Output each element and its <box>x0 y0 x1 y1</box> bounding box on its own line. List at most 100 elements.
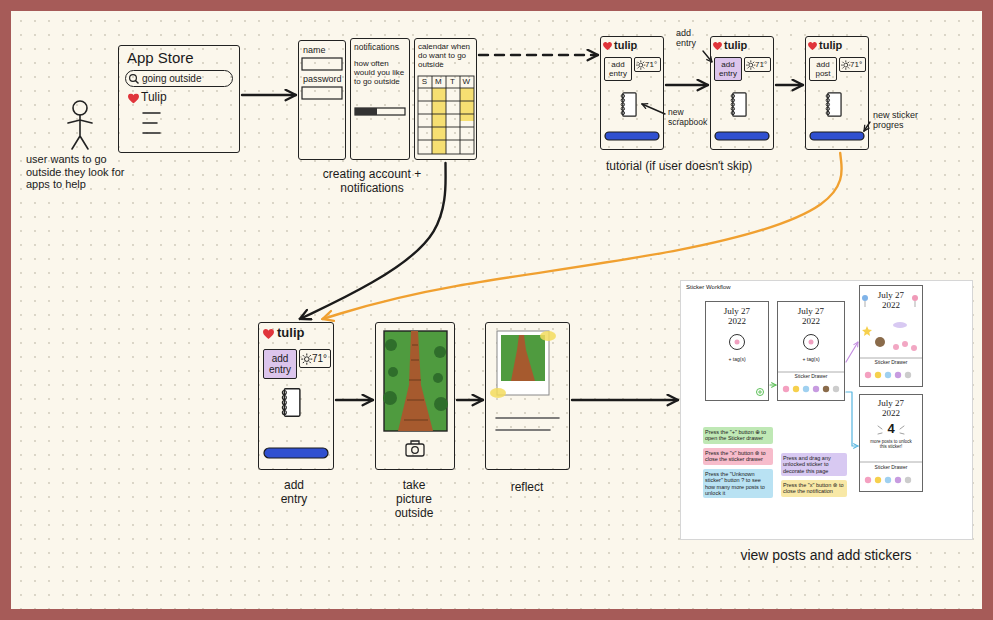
instruction-text: Press the "x" button ⊗ to close the noti… <box>783 482 845 495</box>
tutorial-screen: tulip add entry 71° <box>710 36 774 150</box>
instruction-note: Press the "Unknown sticker" button ? to … <box>703 469 773 498</box>
placed-sticker <box>912 295 918 301</box>
sticker-thumbnail <box>813 386 819 392</box>
scrapbook-page: July 27 2022 4 more posts to unlock this s… <box>859 394 923 492</box>
callout-label: new sticker progres <box>873 110 935 131</box>
flow-arrow <box>666 84 708 86</box>
screen-title: App Store <box>127 49 235 66</box>
input-field <box>302 87 342 99</box>
flow-arrow <box>336 399 373 401</box>
scrapbook-icon <box>809 340 814 345</box>
drawer-divider <box>778 358 922 462</box>
home-screen-details <box>301 354 312 365</box>
instruction-note: Press the "x" button ⊗ to close the stic… <box>703 448 773 465</box>
trail-photo <box>385 339 397 351</box>
instruction-text: Press the "Unknown sticker" button ? to … <box>705 471 771 496</box>
sticker-panel-ground <box>680 280 973 540</box>
home-screen-details <box>282 389 300 416</box>
tutorial-screen-details <box>636 60 645 69</box>
sticker-thumbnail <box>793 386 799 392</box>
placed-sticker <box>911 345 917 351</box>
flow-arrow <box>776 84 803 86</box>
scrapbook-page: July 27 2022 + tag(s) Sticker Drawer <box>777 301 845 401</box>
temperature: 71° <box>850 60 862 69</box>
sticker-thumbnail <box>905 372 911 378</box>
step-caption: view posts and add stickers <box>701 547 951 563</box>
app-name: tulip <box>277 326 329 341</box>
tutorial-screen-details <box>715 132 769 140</box>
instruction-note: Press the "x" button ⊗ to close the noti… <box>781 480 847 497</box>
button-label: add entry <box>266 353 294 376</box>
paper <box>11 11 982 609</box>
home-screen: tulipadd entryadd entry71° <box>258 322 334 470</box>
sticker-thumbnail <box>865 372 871 378</box>
drawer-divider <box>778 358 922 462</box>
phase-caption: tutorial (if user doesn't skip) <box>606 160 806 174</box>
sticker-thumbnail <box>895 477 901 483</box>
tutorial-screen: tulip add post 71° <box>805 36 869 150</box>
app-name: tulip <box>819 39 865 52</box>
scrapbook-icon <box>735 340 740 345</box>
step-caption: take picture outside <box>386 479 442 520</box>
add-entry-button: add entry <box>604 57 632 81</box>
trail-photo <box>398 331 433 431</box>
entry-date: July 27 2022 <box>870 398 912 419</box>
calendar-grid <box>418 76 474 154</box>
drawer-title: Sticker Drawer <box>860 360 922 366</box>
instruction-note: Press the "+" button ⊕ to open the Stick… <box>703 427 773 444</box>
sticker-thumbnail <box>875 372 881 378</box>
button-label: add post <box>812 60 834 78</box>
polaroid-photo <box>497 331 549 395</box>
drawer-title: Sticker Drawer <box>778 374 844 380</box>
frequency-slider <box>355 108 405 115</box>
trail-photo <box>384 331 447 431</box>
tutorial-screen-details <box>603 42 864 140</box>
stick-figure <box>68 101 92 149</box>
tutorial-screen: tulipadd entry71° <box>600 36 664 150</box>
entry-date: July 27 2022 <box>790 306 832 327</box>
temperature: 71° <box>755 60 767 69</box>
flow-arrow <box>457 399 483 401</box>
field-label: name <box>303 45 343 55</box>
tutorial-screen-details <box>810 132 864 140</box>
entry-date: July 27 2022 <box>870 290 912 311</box>
add-entry-button: add entry <box>714 57 742 81</box>
callout-number: 4 <box>860 422 922 437</box>
trail-photo <box>383 391 397 405</box>
polaroid-photo <box>490 388 506 398</box>
tag-text: + tag(s) <box>778 357 844 363</box>
signup-screen: namepassword <box>298 40 346 160</box>
phase-caption: creating account + notifications <box>316 168 428 196</box>
camera-icon <box>411 441 419 444</box>
button-label: add entry <box>717 60 739 78</box>
trail-photo <box>434 397 448 411</box>
callout-label: new scrapbook <box>668 108 708 128</box>
weather-chip: 71° <box>839 57 866 72</box>
input-field <box>302 58 342 99</box>
camera-icon <box>412 447 419 454</box>
frequency-slider <box>355 108 377 115</box>
flow-arrow <box>479 54 598 56</box>
sticker-workflow-panel: Sticker Workflowview posts and add stick… <box>680 280 973 540</box>
tutorial-screen-details <box>713 42 722 50</box>
polaroid-photo <box>501 335 545 381</box>
user-note: user wants to go outside they look for a… <box>26 153 134 191</box>
weekday: T <box>445 77 459 86</box>
placed-sticker <box>875 337 885 347</box>
calendar-grid <box>418 76 474 154</box>
app-store-details <box>143 113 160 133</box>
sticker-thumbnail <box>833 386 839 392</box>
stick-figure <box>73 101 87 115</box>
input-field <box>302 58 342 70</box>
temperature: 71° <box>312 353 327 365</box>
temperature: 71° <box>645 60 657 69</box>
stick-figure <box>68 115 92 149</box>
notification-text: more posts to unlock this sticker! <box>869 439 913 449</box>
placed-sticker <box>893 344 899 350</box>
flow-arrow <box>242 94 296 96</box>
tutorial-screen-details <box>746 60 755 69</box>
polaroid-photo <box>511 335 535 381</box>
app-name: tulip <box>724 39 770 52</box>
